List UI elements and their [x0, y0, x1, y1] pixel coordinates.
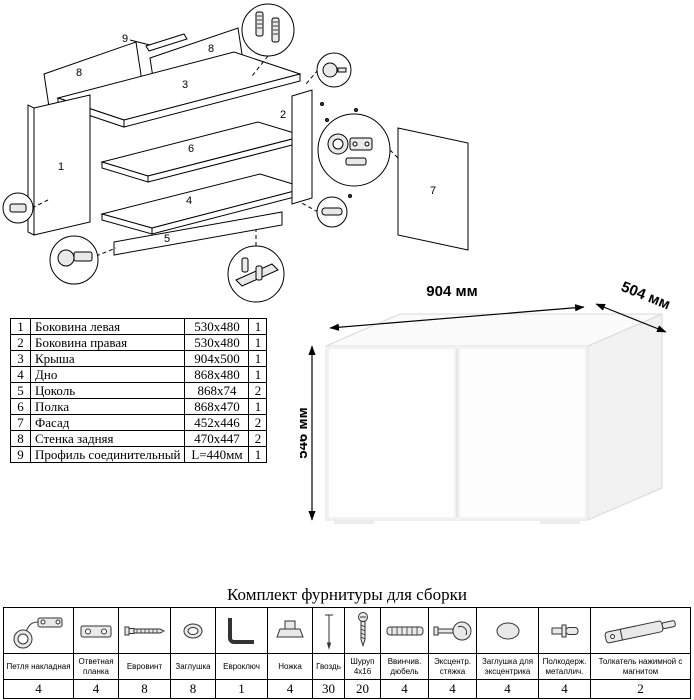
- hardware-item-qty: 4: [286, 681, 294, 696]
- hardware-item: Шуруп 4x16 20: [345, 608, 381, 698]
- hardware-item-label: Ножка: [268, 654, 312, 680]
- plinth-panel: [113, 211, 283, 256]
- screw-dot: [320, 102, 324, 106]
- cabinet-render: 904 мм 504 мм 546 мм: [300, 280, 673, 524]
- part-label-5: 5: [164, 233, 170, 245]
- cabinet-door-right: [458, 347, 587, 519]
- push-latch-icon: [591, 608, 690, 654]
- hardware-item-qty: 4: [449, 681, 456, 696]
- hardware-item: Ввинчив. дюбель 4: [381, 608, 429, 698]
- nail-icon: [313, 608, 344, 654]
- hardware-item-qty: 4: [504, 681, 511, 696]
- cabinet-door-left: [327, 347, 456, 519]
- hardware-item-qty: 4: [401, 681, 408, 696]
- hardware-item: Евровинт 8: [119, 608, 171, 698]
- screw-dowel-icon: [381, 608, 428, 654]
- part-label-8b: 8: [208, 43, 214, 55]
- hardware-item: Эксцентр. стяжка 4: [429, 608, 477, 698]
- cabinet-side-face: [587, 313, 663, 521]
- cam-cap-icon: [477, 608, 538, 654]
- hardware-item-qty: 4: [92, 681, 100, 696]
- callout-dowels: [241, 3, 295, 57]
- facade-panel: [397, 127, 469, 251]
- width-dimension-arrow: [329, 304, 585, 331]
- hardware-item-qty: 20: [356, 681, 369, 696]
- hardware-item: Петля накладная 4: [4, 608, 74, 698]
- part-label-7: 7: [430, 185, 436, 197]
- hardware-item-qty: 4: [561, 681, 568, 696]
- hardware-item: Евроключ 1: [216, 608, 268, 698]
- depth-dimension-arrow: [595, 303, 667, 333]
- hardware-item-qty: 2: [637, 681, 644, 696]
- screw-dot: [354, 108, 358, 112]
- height-dimension-label: 546 мм: [300, 407, 311, 458]
- part-label-6: 6: [188, 143, 194, 155]
- right-side-panel: [291, 89, 313, 205]
- connecting-profile: [145, 33, 188, 52]
- hardware-item: Заглушка для эксцентрика 4: [477, 608, 539, 698]
- hardware-table: Петля накладная 4 Ответная планка 4 Евро…: [3, 607, 691, 699]
- depth-dimension-label: 504 мм: [619, 280, 673, 313]
- hardware-item: Полкодерж. металлич. 4: [539, 608, 591, 698]
- hardware-item-label: Заглушка: [171, 654, 215, 680]
- hardware-item-label: Шуруп 4x16: [345, 654, 380, 680]
- hardware-item-label: Евровинт: [119, 654, 170, 680]
- hardware-item-qty: 8: [189, 681, 197, 696]
- shelf-support-icon: [539, 608, 590, 654]
- screw-icon: [345, 608, 380, 654]
- hardware-item-qty: 8: [141, 681, 148, 696]
- hardware-item-qty: 30: [322, 681, 335, 696]
- part-label-4: 4: [186, 195, 192, 207]
- hardware-item: Толкатель нажимной с магнитом 2: [591, 608, 690, 698]
- hardware-item-label: Петля накладная: [4, 654, 73, 680]
- hardware-item-label: Заглушка для эксцентрика: [477, 654, 538, 680]
- hardware-item: Заглушка 8: [171, 608, 216, 698]
- hardware-item-qty: 1: [238, 681, 245, 696]
- hex-key-icon: [216, 608, 267, 654]
- hardware-item: Ответная планка 4: [74, 608, 119, 698]
- part-label-9: 9: [122, 33, 128, 45]
- hardware-item-label: Евроключ: [216, 654, 267, 680]
- part-label-3: 3: [182, 79, 188, 91]
- cam-lock-icon: [429, 608, 476, 654]
- hardware-kit-title: Комплект фурнитуры для сборки: [227, 585, 467, 604]
- hardware-item-label: Эксцентр. стяжка: [429, 654, 476, 680]
- hardware-item-label: Ответная планка: [74, 654, 118, 680]
- part-label-8a: 8: [76, 67, 82, 79]
- hardware-item: Ножка 4: [268, 608, 313, 698]
- exploded-diagram: 9 8 8 3 1 6 4 5 2 7: [2, 3, 469, 303]
- screw-dot: [325, 118, 329, 122]
- hinge-icon: [4, 608, 73, 654]
- hardware-item-qty: 4: [35, 681, 42, 696]
- confirmat-screw-icon: [119, 608, 170, 654]
- hardware-item-label: Толкатель нажимной с магнитом: [591, 654, 690, 680]
- hardware-item-label: Полкодерж. металлич.: [539, 654, 590, 680]
- leg-icon: [268, 608, 312, 654]
- part-label-1: 1: [58, 161, 64, 173]
- cap-icon: [171, 608, 215, 654]
- hardware-item-label: Ввинчив. дюбель: [381, 654, 428, 680]
- width-dimension-label: 904 мм: [426, 283, 477, 300]
- screw-dot: [348, 194, 352, 198]
- strike-plate-icon: [74, 608, 118, 654]
- hardware-item-label: Гвоздь: [313, 654, 344, 680]
- hardware-item: Гвоздь 30: [313, 608, 345, 698]
- part-label-2: 2: [280, 109, 286, 121]
